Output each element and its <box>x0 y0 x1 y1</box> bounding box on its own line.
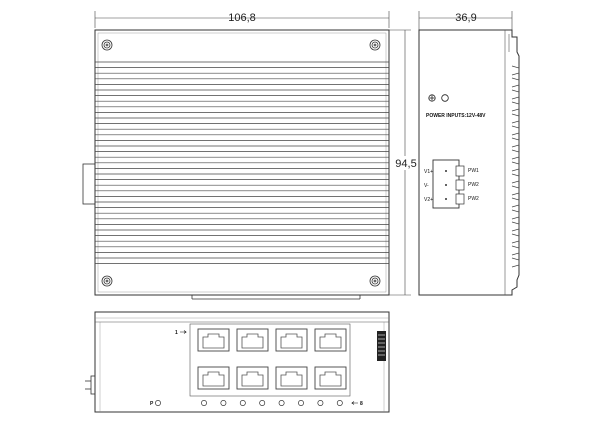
side-rib <box>511 173 520 184</box>
port-leds <box>201 400 343 406</box>
side-rib <box>511 149 520 160</box>
rj45-port[interactable] <box>275 366 308 390</box>
side-rib <box>511 101 520 112</box>
port-led <box>201 400 207 406</box>
side-rib <box>511 89 520 100</box>
top-view: 106,8 94,5 <box>82 11 418 300</box>
side-rib <box>511 257 520 268</box>
rj45-port[interactable] <box>275 328 308 352</box>
terminal-block <box>432 159 465 209</box>
port-led <box>336 400 343 406</box>
port-last-label: 8 <box>360 401 363 407</box>
front-view: 1 8 P <box>85 311 390 413</box>
side-view: 36,9 POWER INPUTS:12V-48V V1+ V- V2+ <box>418 11 520 296</box>
rj45-port[interactable] <box>197 328 230 352</box>
side-rib <box>511 125 520 136</box>
barcode-label <box>377 331 386 361</box>
depth-label: 36,9 <box>455 12 476 24</box>
side-rib <box>511 113 520 124</box>
terminal-pw2a-label: PW2 <box>468 182 479 188</box>
side-housing <box>418 29 520 296</box>
port-led <box>259 400 266 406</box>
ground-icon <box>428 94 436 102</box>
height-dimension: 94,5 <box>389 29 418 296</box>
side-rib <box>511 77 520 88</box>
side-ribs <box>511 65 520 268</box>
heat-sink-fins <box>95 61 389 264</box>
side-rib <box>511 209 520 220</box>
terminal-v1-label: V1+ <box>424 169 433 175</box>
rj45-port[interactable] <box>236 366 269 390</box>
width-dimension: 106,8 <box>94 11 390 28</box>
power-input-label: POWER INPUTS:12V-48V <box>426 113 486 119</box>
side-rib <box>511 65 520 76</box>
power-led-label: P <box>150 401 154 407</box>
height-label: 94,5 <box>395 158 416 170</box>
side-rib <box>511 197 520 208</box>
rj45-port[interactable] <box>314 366 347 390</box>
port-led <box>239 400 246 406</box>
width-label: 106,8 <box>228 12 256 24</box>
port-led <box>220 400 227 406</box>
power-led-icon <box>441 94 449 102</box>
rj45-port[interactable] <box>314 328 347 352</box>
side-rib <box>511 233 520 244</box>
side-rib <box>511 137 520 148</box>
side-rib <box>511 221 520 232</box>
terminal-v-label: V- <box>424 183 429 189</box>
power-led <box>155 400 161 406</box>
side-rib <box>511 185 520 196</box>
terminal-v2-label: V2+ <box>424 197 433 203</box>
terminal-pw2b-label: PW2 <box>468 196 479 202</box>
din-clip <box>82 163 96 205</box>
port-led <box>278 400 285 406</box>
front-housing <box>94 311 390 413</box>
side-rib <box>511 245 520 256</box>
port-led <box>317 400 324 406</box>
depth-dimension: 36,9 <box>418 11 513 30</box>
port-first-label: 1 <box>175 330 178 336</box>
rj45-port[interactable] <box>197 366 230 390</box>
port-led <box>298 400 304 406</box>
rj45-port[interactable] <box>236 328 269 352</box>
terminal-pw1-label: PW1 <box>468 168 479 174</box>
side-rib <box>511 161 520 172</box>
